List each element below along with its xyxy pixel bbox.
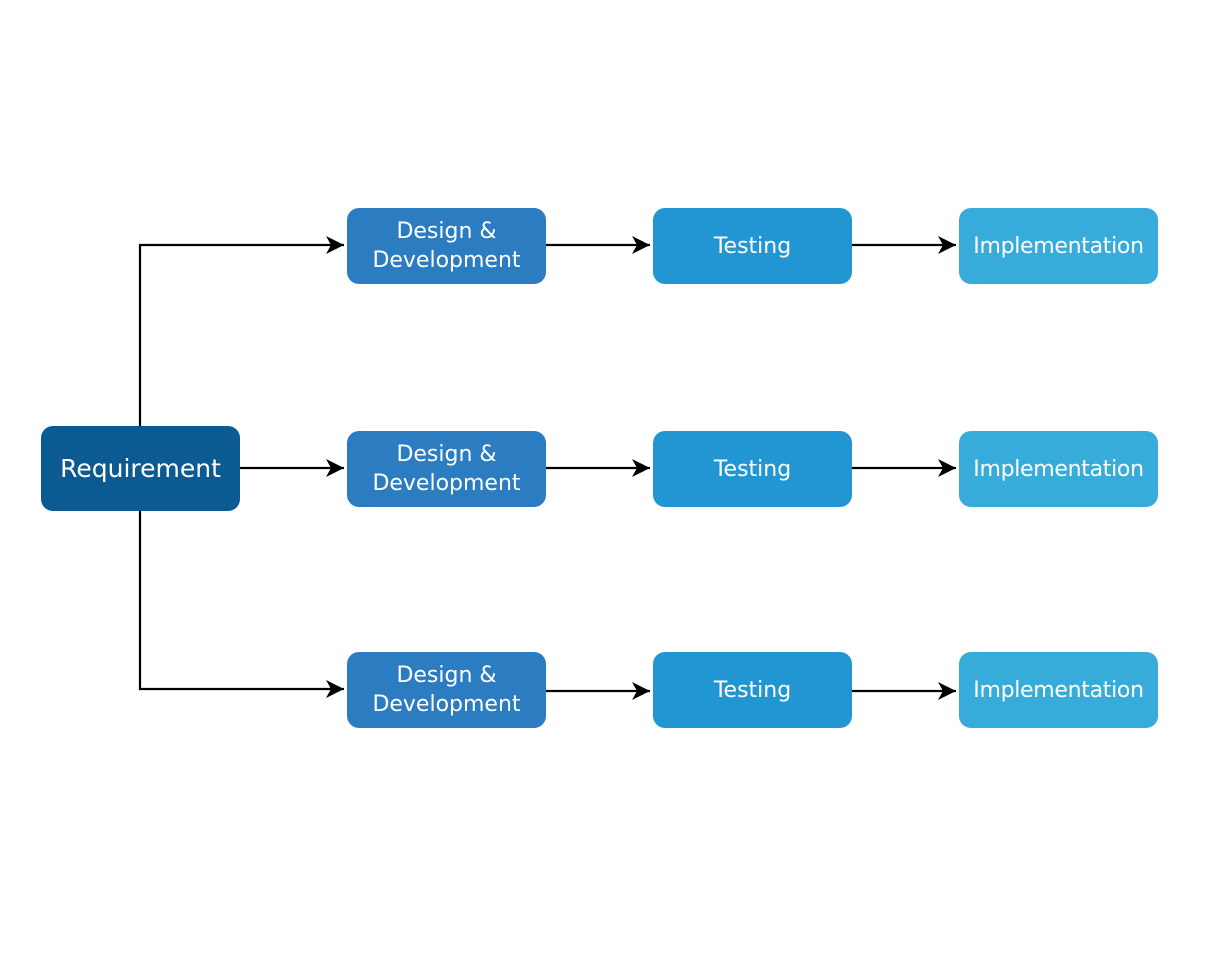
connector-requirement-to-design-1 — [138, 236, 344, 427]
testing-label: Testing — [713, 233, 792, 259]
testing-box-3: Testing — [653, 652, 852, 728]
implementation-label: Implementation — [973, 233, 1144, 259]
design-label-line2: Development — [372, 248, 521, 273]
implementation-box-1: Implementation — [959, 208, 1158, 284]
design-label-line1: Design & — [396, 442, 497, 467]
implementation-box-2: Implementation — [959, 431, 1158, 507]
design-development-box-1: Design & Development — [347, 208, 546, 284]
implementation-label: Implementation — [973, 456, 1144, 482]
design-label-line1: Design & — [396, 219, 497, 244]
design-development-box-3: Design & Development — [347, 652, 546, 728]
testing-box-2: Testing — [653, 431, 852, 507]
requirement-box: Requirement — [41, 426, 240, 511]
testing-box-1: Testing — [653, 208, 852, 284]
design-development-box-2: Design & Development — [347, 431, 546, 507]
design-label-line1: Design & — [396, 663, 497, 688]
implementation-label: Implementation — [973, 677, 1144, 703]
testing-label: Testing — [713, 456, 792, 482]
implementation-box-3: Implementation — [959, 652, 1158, 728]
design-label-line2: Development — [372, 692, 521, 717]
requirement-label: Requirement — [60, 454, 221, 483]
connector-requirement-to-design-3 — [138, 510, 344, 698]
testing-label: Testing — [713, 677, 792, 703]
design-label-line2: Development — [372, 471, 521, 496]
